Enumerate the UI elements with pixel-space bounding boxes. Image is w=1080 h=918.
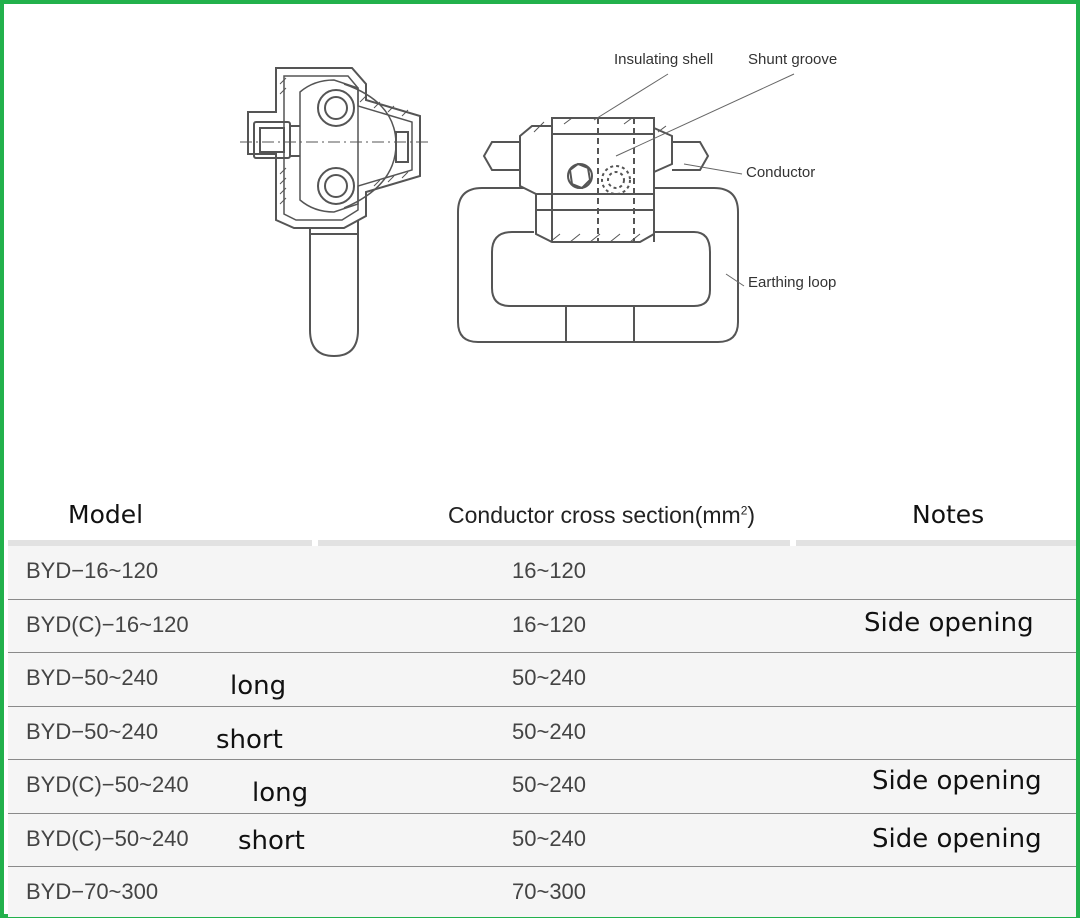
cell-model-suffix: short bbox=[238, 825, 305, 856]
cell-notes: Side opening bbox=[872, 823, 1042, 854]
earthing-loop-outer bbox=[457, 187, 739, 343]
table-row: BYD−50~240 short 50~240 bbox=[8, 706, 1076, 760]
table-row: BYD(C)−50~240 long 50~240 Side opening bbox=[8, 760, 1076, 814]
front-body bbox=[519, 117, 673, 243]
callout-conductor: Conductor bbox=[746, 164, 816, 181]
bolt-head bbox=[253, 121, 291, 159]
header-cross-section-close: ) bbox=[747, 502, 756, 528]
cell-cross-section: 16~120 bbox=[512, 611, 587, 637]
header-notes: Notes bbox=[912, 500, 985, 529]
clamp-drawing bbox=[240, 67, 795, 358]
table-row: BYD−70~300 70~300 bbox=[8, 867, 1076, 917]
earthing-loop-inner bbox=[491, 231, 711, 307]
cell-model: BYD−50~240 bbox=[26, 718, 159, 744]
header-rule-notes bbox=[796, 540, 1076, 546]
cell-cross-section: 50~240 bbox=[512, 772, 587, 797]
cell-cross-section: 50~240 bbox=[512, 825, 587, 851]
header-model: Model bbox=[68, 500, 144, 529]
header-cross-section-text: Conductor cross section(mm bbox=[448, 502, 741, 528]
table-header: Model Conductor cross section(mm2) Notes bbox=[8, 490, 1076, 546]
cell-model-suffix: long bbox=[252, 778, 309, 808]
cell-model: BYD−16~120 bbox=[26, 558, 159, 583]
callout-shunt-groove: Shunt groove bbox=[748, 51, 838, 68]
cell-model: BYD−70~300 bbox=[26, 879, 159, 904]
table-row: BYD−50~240 long 50~240 bbox=[8, 653, 1076, 707]
cell-model: BYD−50~240 bbox=[26, 665, 159, 690]
cell-model: BYD(C)−50~240 bbox=[26, 772, 189, 797]
table-row: BYD(C)−16~120 16~120 Side opening bbox=[8, 599, 1076, 653]
table-row: BYD−16~120 16~120 bbox=[8, 546, 1076, 600]
handle-shape bbox=[309, 218, 359, 358]
table-row: BYD(C)−50~240 short 50~240 Side opening bbox=[8, 813, 1076, 867]
cell-notes: Side opening bbox=[864, 607, 1034, 638]
conductor-circle-top bbox=[317, 89, 355, 127]
header-cross-section-sup: 2 bbox=[740, 503, 748, 518]
cell-cross-section: 70~300 bbox=[512, 879, 587, 904]
spec-table-body: BYD−16~120 16~120 BYD(C)−16~120 16~120 S… bbox=[8, 546, 1076, 917]
cell-model-suffix: long bbox=[230, 671, 287, 701]
conductor-circle-bottom bbox=[317, 167, 355, 205]
cell-model: BYD(C)−16~120 bbox=[26, 611, 189, 637]
cell-cross-section: 50~240 bbox=[512, 665, 587, 690]
cell-notes: Side opening bbox=[872, 766, 1042, 796]
callout-insulating-shell: Insulating shell bbox=[614, 51, 714, 68]
cell-model-suffix: short bbox=[216, 724, 283, 755]
header-rule-cross bbox=[318, 540, 790, 546]
header-rule-model bbox=[8, 540, 312, 546]
cell-cross-section: 50~240 bbox=[512, 718, 587, 744]
callout-earthing-loop: Earthing loop bbox=[748, 274, 837, 291]
product-diagram: Insulating shell Shunt groove Conductor … bbox=[4, 4, 1076, 474]
cell-model: BYD(C)−50~240 bbox=[26, 825, 189, 851]
header-cross-section: Conductor cross section(mm2) bbox=[448, 502, 755, 529]
cell-cross-section: 16~120 bbox=[512, 558, 587, 583]
